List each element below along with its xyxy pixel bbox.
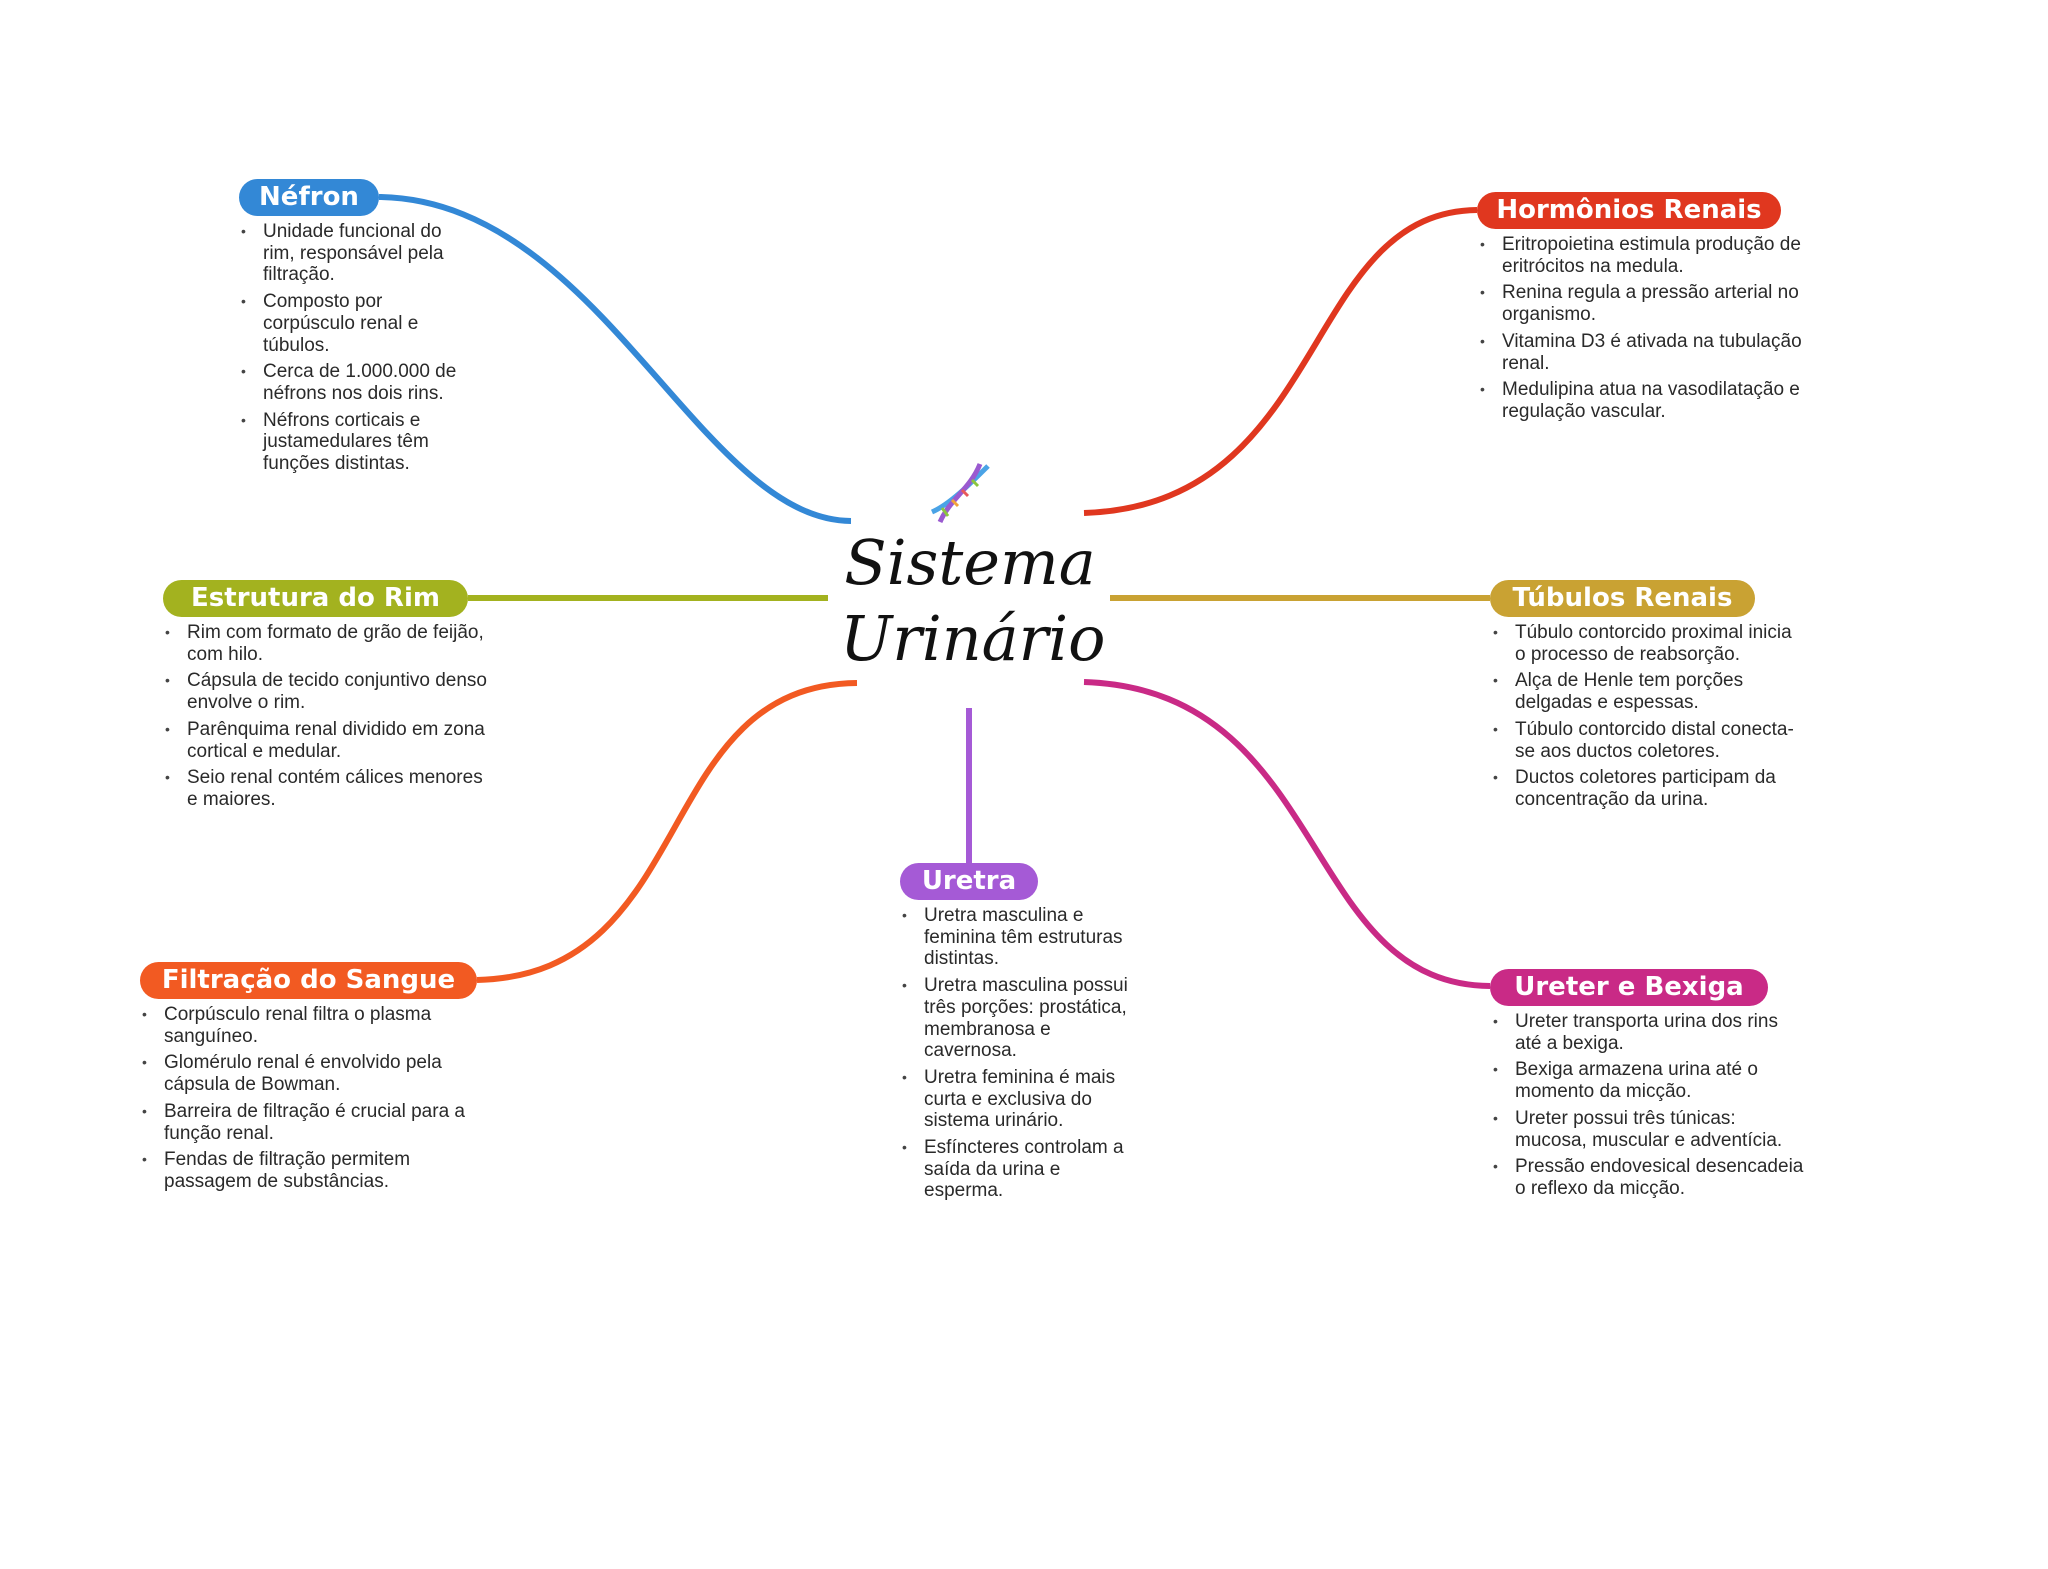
connector-ureter <box>1083 679 1491 989</box>
note: Ductos coletores participam da concentra… <box>1493 767 1805 810</box>
note: Seio renal contém cálices menores e maio… <box>165 767 497 810</box>
filtracao-notes: Corpúsculo renal filtra o plasma sanguín… <box>142 1004 474 1198</box>
note: Alça de Henle tem porções delgadas e esp… <box>1493 670 1805 713</box>
hormonios-notes: Eritropoietina estimula produção de erit… <box>1480 234 1807 428</box>
connector-filtracao <box>476 680 858 983</box>
topic-uretra[interactable]: Uretra <box>900 863 1038 900</box>
note: Esfíncteres controlam a saída da urina e… <box>902 1137 1134 1202</box>
note: Uretra masculina possui três porções: pr… <box>902 975 1134 1062</box>
topic-hormonios-renais[interactable]: Hormônios Renais <box>1477 192 1781 229</box>
central-title-line2: Urinário <box>840 602 1106 675</box>
note: Unidade funcional do rim, responsável pe… <box>241 221 473 286</box>
note: Glomérulo renal é envolvido pela cápsula… <box>142 1052 474 1095</box>
note: Cerca de 1.000.000 de néfrons nos dois r… <box>241 361 473 404</box>
ureter-notes: Ureter transporta urina dos rins até a b… <box>1493 1011 1805 1205</box>
note: Cápsula de tecido conjuntivo denso envol… <box>165 670 497 713</box>
estrutura-notes: Rim com formato de grão de feijão, com h… <box>165 622 497 816</box>
note: Vitamina D3 é ativada na tubulação renal… <box>1480 331 1807 374</box>
dna-icon <box>930 463 990 524</box>
note: Pressão endovesical desencadeia o reflex… <box>1493 1156 1805 1199</box>
note: Uretra masculina e feminina têm estrutur… <box>902 905 1134 970</box>
note: Bexiga armazena urina até o momento da m… <box>1493 1059 1805 1102</box>
note: Túbulo contorcido proximal inicia o proc… <box>1493 622 1805 665</box>
connector-nefron <box>378 194 852 524</box>
note: Fendas de filtração permitem passagem de… <box>142 1149 474 1192</box>
note: Ureter transporta urina dos rins até a b… <box>1493 1011 1805 1054</box>
note: Renina regula a pressão arterial no orga… <box>1480 282 1807 325</box>
nefron-notes: Unidade funcional do rim, responsável pe… <box>241 221 473 480</box>
note: Uretra feminina é mais curta e exclusiva… <box>902 1067 1134 1132</box>
note: Eritropoietina estimula produção de erit… <box>1480 234 1807 277</box>
topic-tubulos-renais[interactable]: Túbulos Renais <box>1490 580 1755 617</box>
note: Barreira de filtração é crucial para a f… <box>142 1101 474 1144</box>
note: Composto por corpúsculo renal e túbulos. <box>241 291 473 356</box>
topic-ureter-e-bexiga[interactable]: Ureter e Bexiga <box>1490 969 1768 1006</box>
note: Túbulo contorcido distal conecta-se aos … <box>1493 719 1805 762</box>
topic-nefron[interactable]: Néfron <box>239 179 379 216</box>
note: Medulipina atua na vasodilatação e regul… <box>1480 379 1807 422</box>
uretra-notes: Uretra masculina e feminina têm estrutur… <box>902 905 1134 1207</box>
note: Néfrons corticais e justamedulares têm f… <box>241 410 473 475</box>
note: Ureter possui três túnicas: mucosa, musc… <box>1493 1108 1805 1151</box>
tubulos-notes: Túbulo contorcido proximal inicia o proc… <box>1493 622 1805 816</box>
note: Corpúsculo renal filtra o plasma sanguín… <box>142 1004 474 1047</box>
central-title-line1: Sistema <box>844 526 1096 599</box>
topic-estrutura-do-rim[interactable]: Estrutura do Rim <box>163 580 468 617</box>
topic-filtracao-do-sangue[interactable]: Filtração do Sangue <box>140 962 477 999</box>
connector-hormonios <box>1083 207 1478 516</box>
note: Rim com formato de grão de feijão, com h… <box>165 622 497 665</box>
note: Parênquima renal dividido em zona cortic… <box>165 719 497 762</box>
